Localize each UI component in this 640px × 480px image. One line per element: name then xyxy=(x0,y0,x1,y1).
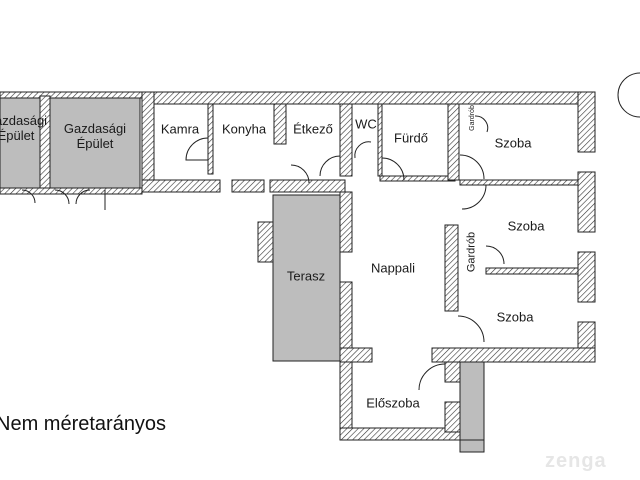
room-label-terasz: Terasz xyxy=(286,268,326,284)
scale-note: Nem méretarányos xyxy=(0,413,167,435)
room-label-furdo: Fürdő xyxy=(394,130,428,146)
room-label-gazdasagi-1: Gazdasági Épület xyxy=(0,113,48,143)
room-label-konyha: Konyha xyxy=(221,121,267,137)
terrace-steps xyxy=(257,221,274,263)
room-label-szoba-3: Szoba xyxy=(496,309,534,325)
room-label-eloszoba: Előszoba xyxy=(366,395,420,411)
room-label-kamra: Kamra xyxy=(160,121,200,137)
room-label-wc: WC xyxy=(355,116,377,132)
outbuildings xyxy=(0,91,143,210)
room-label-etkezo: Étkező xyxy=(293,121,333,137)
zenga-logo: zenga xyxy=(545,450,607,472)
terrace-area xyxy=(272,194,341,362)
room-label-szoba-1: Szoba xyxy=(494,135,532,151)
room-label-nappali: Nappali xyxy=(370,260,416,276)
walls xyxy=(141,91,596,441)
room-label-gazdasagi-2: Gazdasági Épület xyxy=(63,121,127,151)
door-swings xyxy=(185,72,640,391)
room-label-szoba-2: Szoba xyxy=(507,218,545,234)
room-label-gardrob-2: Gardrób xyxy=(465,231,478,273)
room-label-gardrob-1: Gardrób xyxy=(469,105,476,131)
